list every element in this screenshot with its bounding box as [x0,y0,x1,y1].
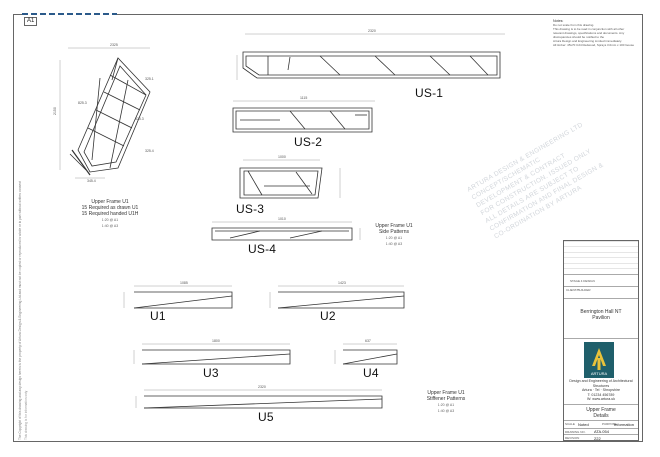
label-us1: US-1 [415,86,444,100]
notes-line: Artura Design and Engineering Limited im… [553,39,622,43]
u3-drawing [133,343,291,365]
label-us4: US-4 [248,242,277,256]
drawing-title: Upper Frame [586,407,616,413]
u2-dim: 1423 [338,281,346,285]
client-row: CLIENT/BUILDER [564,286,638,298]
u1-dim: 1085 [180,281,188,285]
notes-heading: Notes: [553,19,564,23]
u5-dim: 2320 [258,385,266,389]
us3-drawing [239,159,341,199]
us4-drawing [211,221,361,241]
iso-dim-1: 825.3 [78,101,87,105]
u2-drawing [269,285,405,309]
notes-block: Notes: Do not scale from this drawing. T… [553,19,635,47]
iso-dim-3: 325.3 [135,117,144,121]
svg-text:ARTURA: ARTURA [591,371,608,376]
sheet-border [13,14,643,442]
caption-side-patterns: Upper Frame U1 Side Patterns 1:20 @ A1 1… [375,223,413,246]
revision-row: REVISION 222 [564,434,638,441]
us2-dim: 1115 [300,96,307,100]
project-name: Berrington Hall NT [580,309,622,315]
u3-dim: 1800 [212,339,220,343]
drawing-subtitle: Details [593,413,609,419]
notes-line: Do not scale from this drawing. [553,23,595,27]
iso-dim-5: 345.4 [87,179,96,183]
u1-drawing [123,285,233,309]
project-row: Berrington Hall NT Pavilion [564,298,638,338]
us2-drawing [232,100,375,133]
notes-line: discrepancies should be notified to the [553,35,605,39]
label-u2: U2 [320,309,336,323]
label-u3: U3 [203,366,219,380]
us1-dim: 2320 [368,29,376,33]
company-row [564,338,638,404]
label-u4: U4 [363,366,379,380]
notes-line: All timber: 45x70 C24 Redwood, Sprays 3.… [553,43,635,47]
project-subname: Pavilion [592,315,610,321]
drawing-title-row: Upper Frame Details [564,404,638,420]
iso-dim-4: 325.4 [145,149,154,153]
label-us3: US-3 [236,202,265,216]
caption-stiffener-patterns: Upper Frame U1 Stiffener Patterns 1:20 @… [426,390,466,413]
caption-upper-frame-u1: Upper Frame U1 15 Required as drawn U1 1… [81,199,139,228]
us4-dim: 1010 [278,217,286,221]
iso-dim-left: 2150 [53,107,57,115]
scale-purpose-row: SCALE Noted PURPOSE Information [564,420,638,428]
artura-logo: ARTURA [584,342,614,378]
sheet-size-tag: A1 [24,17,38,26]
sheet-top-marker [22,13,117,15]
label-us2: US-2 [294,135,323,149]
revision-table [564,241,638,274]
us3-dim: 1000 [278,155,286,159]
label-u5: U5 [258,410,274,424]
iso-dim-top: 2325 [110,43,118,47]
company-details: Design and Engineering of Architectural … [569,379,633,401]
title-block: STAGE 4 DESIGN CLIENT/BUILDER Berrington… [563,240,639,441]
u4-dim: 637 [365,339,371,343]
artura-logo-icon: ARTURA [591,348,608,376]
u4-drawing [334,343,398,365]
notes-line: relevant drawings, specifications and do… [553,31,625,35]
iso-frame-drawing [59,47,151,179]
u5-drawing [135,389,383,409]
iso-dim-2: 325.1 [145,77,154,81]
drawing-number-row: DRAWING NO. ATA.054 [564,428,638,434]
notes-line: This drawing is to be read in conjunctio… [553,27,625,31]
label-u1: U1 [150,309,166,323]
us1-drawing [236,33,505,80]
status-row: STAGE 4 DESIGN [564,274,638,286]
